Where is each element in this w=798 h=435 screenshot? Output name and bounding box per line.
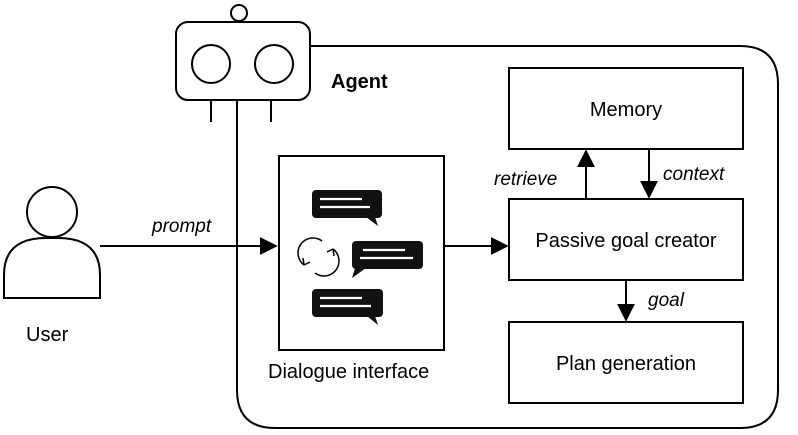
robot-head-icon [175, 4, 311, 122]
goal-label: goal [648, 290, 685, 311]
memory-label: Memory [590, 99, 662, 121]
chat-bubble-icon [312, 190, 382, 226]
goal-creator-label: Passive goal creator [535, 230, 717, 252]
plan-generation-label: Plan generation [556, 353, 696, 375]
user-label: User [26, 324, 69, 346]
chat-bubble-icon [352, 241, 423, 278]
user-icon [3, 186, 101, 299]
agent-boundary [236, 45, 779, 429]
prompt-label: prompt [151, 216, 212, 237]
goal-creator-box [508, 198, 744, 281]
chat-bubble-icon [312, 289, 383, 325]
context-label: context [663, 164, 725, 185]
dialogue-interface-label: Dialogue interface [268, 361, 429, 383]
agent-label: Agent [331, 71, 388, 93]
plan-generation-box [508, 321, 744, 404]
memory-box [508, 67, 744, 150]
retrieve-label: retrieve [494, 169, 557, 190]
refresh-cycle-icon [297, 237, 340, 277]
